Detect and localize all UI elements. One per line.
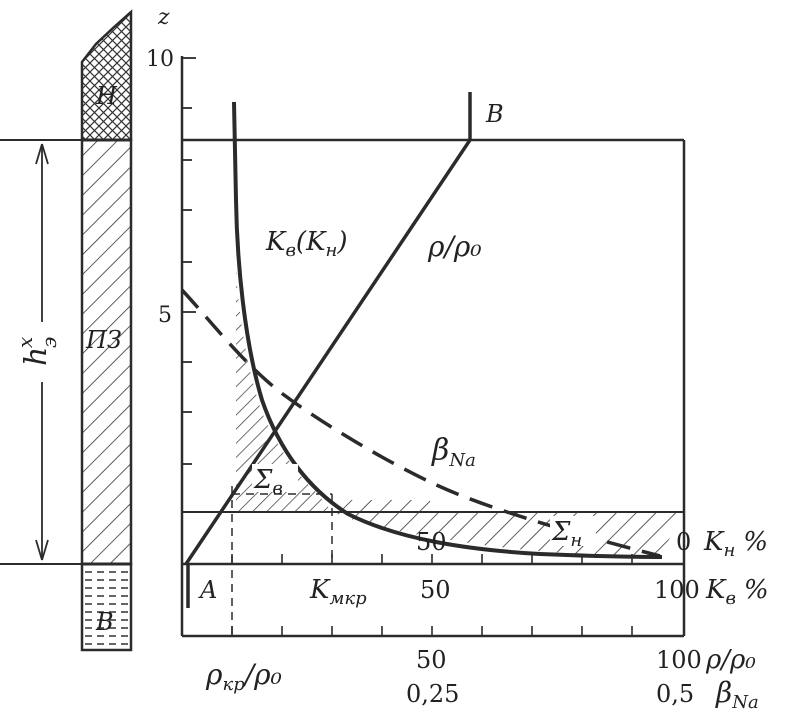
svg-text:э: э xyxy=(37,337,61,348)
oil-layer-zone xyxy=(80,9,133,142)
column-label-pz: ПЗ xyxy=(85,326,122,354)
beta-tick-025: 0,25 xyxy=(406,680,459,708)
rho-unit-label: ρ/ρ₀ xyxy=(705,645,756,675)
kmkr-label: Kмкр xyxy=(309,575,367,609)
kv-unit-label: Kв% xyxy=(705,575,769,609)
sigma-n-region xyxy=(332,512,684,556)
svg-text:h: h xyxy=(19,347,54,366)
kv-kn-curve xyxy=(232,101,663,559)
sigma-v-label: Σв xyxy=(253,465,283,499)
thickness-label: h x э xyxy=(13,322,61,382)
kn-tick-0: 0 xyxy=(676,528,691,556)
kn-unit-label: Kн% xyxy=(703,527,768,561)
rho-tick-50: 50 xyxy=(416,646,447,674)
kv-kn-label: Kв(Kн) xyxy=(265,227,348,261)
rho-ratio-label: ρ/ρ₀ xyxy=(427,230,482,263)
z-axis-label: z xyxy=(157,5,170,30)
beta-na-label: βNa xyxy=(431,433,476,471)
column-label-b: B xyxy=(95,608,114,636)
sigma-n-label: Σн xyxy=(551,517,582,551)
beta-na-curve xyxy=(180,288,661,558)
column-label-h: H xyxy=(95,82,118,110)
rho-kr-label: ρкр/ρ₀ xyxy=(205,658,282,695)
transition-zone xyxy=(80,138,133,566)
sigma-v-region xyxy=(236,264,332,512)
curve-labels: Kв(Kн) ρ/ρ₀ B Σв βNa Σн xyxy=(252,100,596,551)
beta-tick-05: 0,5 xyxy=(656,680,694,708)
arrow-up-icon xyxy=(35,143,49,165)
z-tick-10: 10 xyxy=(146,47,174,72)
z-axis-ticks xyxy=(182,57,196,465)
geologic-column: H ПЗ B h x э xyxy=(0,9,133,652)
rho-tick-100: 100 xyxy=(656,646,702,674)
kv-tick-100: 100 xyxy=(654,576,700,604)
point-a-label: A xyxy=(198,576,217,604)
kn-tick-50: 50 xyxy=(416,528,447,556)
svg-text:x: x xyxy=(13,337,37,348)
scale-labels: 50 0 Kн% A Kмкр 50 100 Kв% ρкр/ρ₀ 50 100… xyxy=(198,527,769,713)
arrow-down-icon xyxy=(35,539,49,561)
kv-tick-50: 50 xyxy=(420,576,451,604)
curves xyxy=(180,92,663,608)
point-b-label: B xyxy=(485,100,504,128)
water-layer-zone xyxy=(80,562,133,652)
rho-ratio-line xyxy=(184,92,472,565)
beta-unit-label: βNa xyxy=(715,676,759,713)
z-tick-5: 5 xyxy=(158,303,172,328)
